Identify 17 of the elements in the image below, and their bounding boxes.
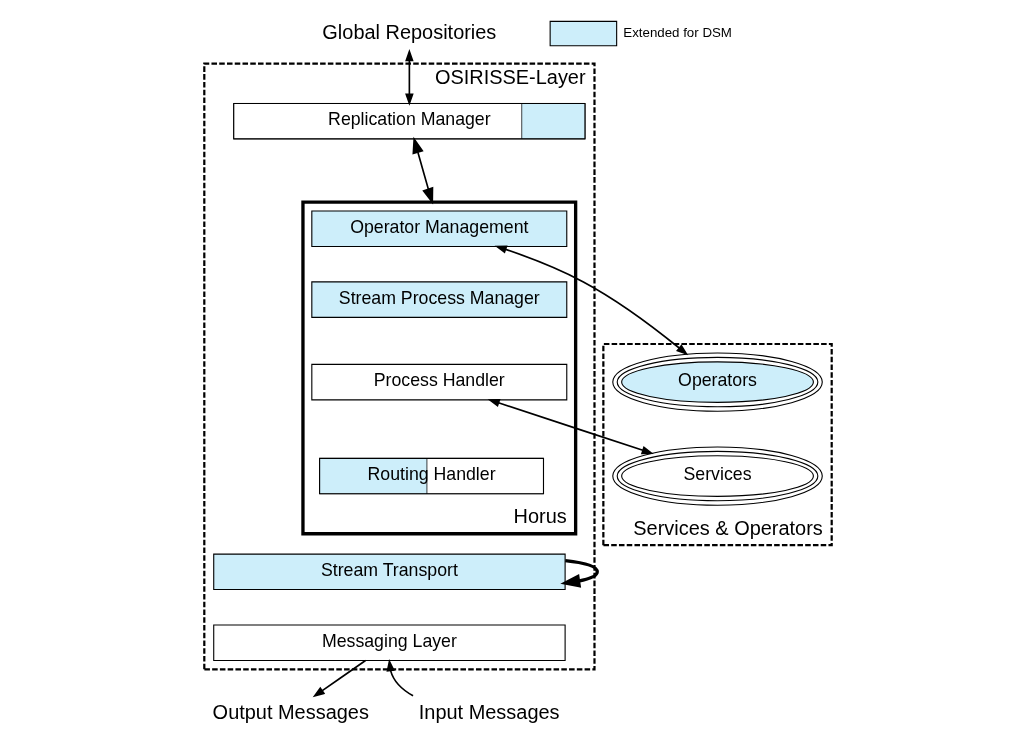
- node-box: Process Handler: [311, 363, 568, 401]
- node-text: Global Repositories: [322, 20, 497, 43]
- node-text: Output Messages: [212, 700, 369, 723]
- node-box: Stream Process Manager: [311, 281, 568, 318]
- arrow: [412, 136, 434, 205]
- arrow: [386, 659, 414, 697]
- arrow: [405, 49, 414, 106]
- arrow: [560, 559, 599, 588]
- node-box: Operator Management: [311, 210, 568, 247]
- node-text: Input Messages: [418, 700, 560, 723]
- legend-label: Extended for DSM: [623, 25, 732, 41]
- node-box: Stream Transport: [213, 553, 566, 591]
- node-box: Messaging Layer: [213, 624, 566, 662]
- arrow: [312, 659, 367, 698]
- arrow: [487, 398, 654, 455]
- node-ellipse: Operators: [612, 352, 823, 412]
- arrow: [494, 245, 689, 356]
